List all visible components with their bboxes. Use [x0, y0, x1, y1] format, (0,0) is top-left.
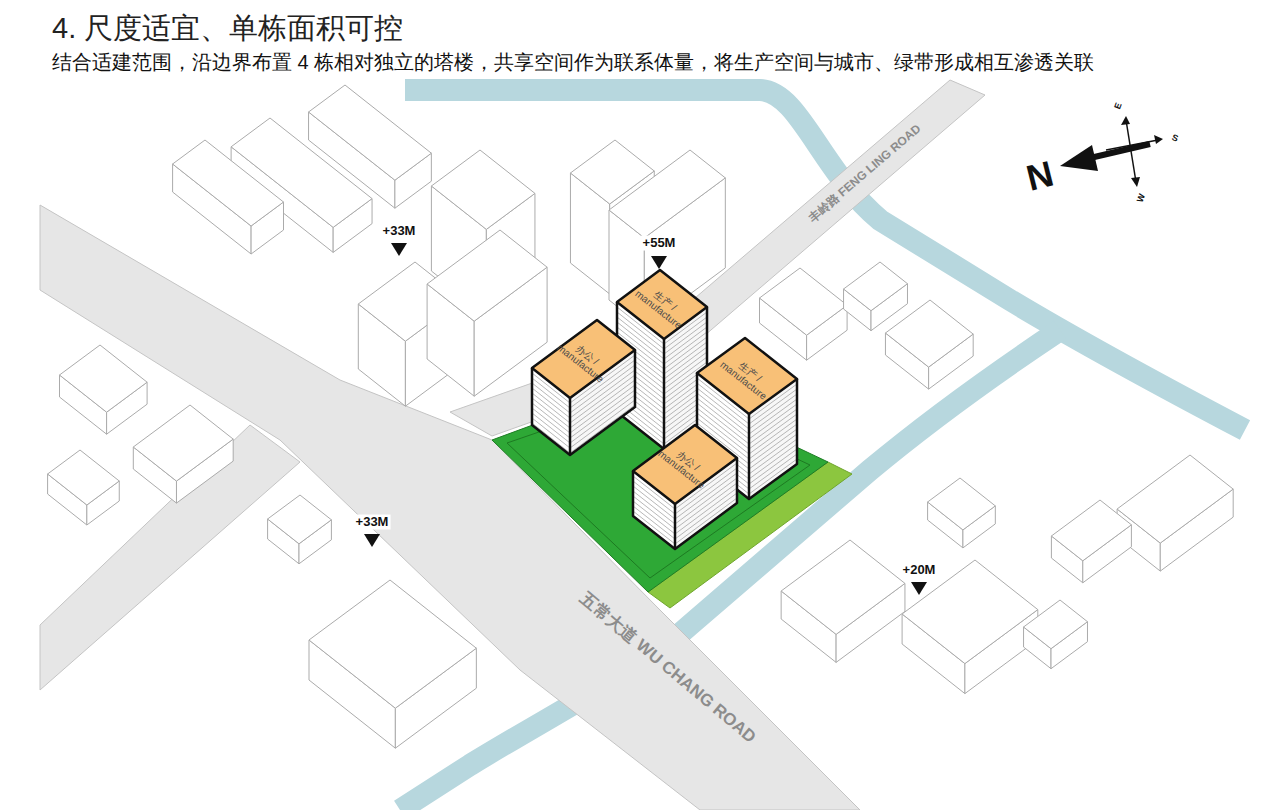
building-face	[609, 150, 725, 238]
floor-line	[532, 390, 635, 438]
roof-face	[532, 320, 635, 398]
building-face	[309, 580, 476, 708]
road-group	[40, 80, 985, 810]
tower-roof: 生产 / manufacture	[614, 267, 710, 342]
compass-letter: E	[1111, 100, 1124, 113]
context-building	[427, 230, 547, 396]
context-building	[781, 540, 905, 662]
building-face	[1117, 455, 1233, 543]
building-face	[760, 268, 848, 335]
road-name: 五常大道 WU CHANG ROAD	[575, 588, 761, 749]
building-face	[844, 262, 908, 311]
compass-shaft	[1090, 144, 1150, 158]
context-building	[1024, 600, 1088, 669]
tower-edge	[748, 414, 751, 499]
compass-axis	[1126, 120, 1136, 182]
compass	[1060, 116, 1163, 187]
tower-roof: 生产 / manufacture	[694, 335, 800, 417]
diagram-title: 4. 尺度适宜、单栋面积可控	[52, 12, 403, 45]
height-markers	[364, 243, 927, 595]
tower-roof: 办公 / manufacture	[529, 317, 638, 401]
height-label: +55M	[641, 236, 678, 251]
compass-letter: W	[1134, 190, 1148, 205]
context-building	[60, 345, 148, 434]
context-building	[1051, 500, 1131, 583]
height-marker	[911, 582, 927, 595]
building-face	[60, 345, 148, 412]
building-face	[268, 495, 332, 544]
tower-edge	[569, 398, 572, 455]
building-face	[427, 230, 547, 321]
height-label: +20M	[901, 563, 938, 578]
tower-roof: 办公 / manufacture	[630, 422, 740, 507]
building-face	[885, 300, 973, 367]
road-name: 丰岭路 FENG LING ROAD	[804, 121, 925, 227]
tower-edge	[674, 504, 677, 549]
height-label: +33M	[354, 515, 391, 530]
building-face	[431, 150, 535, 229]
context-building	[760, 268, 848, 360]
roof-face	[617, 270, 707, 339]
height-label: +33M	[381, 224, 418, 239]
building-face	[173, 140, 284, 226]
height-marker	[391, 243, 407, 256]
building-face	[1051, 500, 1131, 561]
floor-line	[633, 498, 737, 544]
context-building	[885, 300, 973, 389]
building-face	[48, 450, 120, 505]
height-marker	[651, 256, 667, 269]
compass-letter: S	[1169, 131, 1182, 144]
compass-tick-head	[1131, 177, 1140, 187]
context-building	[1117, 455, 1233, 571]
compass-axis	[1106, 140, 1158, 150]
compass-letter: N	[1020, 152, 1059, 199]
context-building	[173, 140, 284, 254]
roof-face	[697, 338, 797, 414]
building-face	[133, 405, 233, 481]
building-face	[1024, 600, 1088, 649]
context-building	[844, 262, 908, 331]
compass-arrowhead	[1060, 145, 1098, 171]
floor-line	[532, 400, 635, 448]
compass-tick-head	[1121, 116, 1130, 125]
roof-face	[633, 425, 737, 504]
context-building	[133, 405, 233, 503]
context-building	[268, 495, 332, 564]
height-marker	[364, 534, 380, 547]
context-building	[309, 580, 476, 748]
floor-line	[532, 385, 635, 433]
context-building	[48, 450, 120, 525]
building-face	[928, 478, 996, 530]
building-face	[781, 540, 905, 634]
context-buildings	[48, 85, 1234, 748]
tower-edge	[663, 339, 666, 449]
diagram-caption: 结合适建范围，沿边界布置 4 栋相对独立的塔楼，共享空间作为联系体量，将生产空间…	[52, 50, 1094, 74]
compass-tick-head	[1154, 135, 1163, 144]
context-building	[928, 478, 996, 548]
context-building	[902, 560, 1038, 694]
